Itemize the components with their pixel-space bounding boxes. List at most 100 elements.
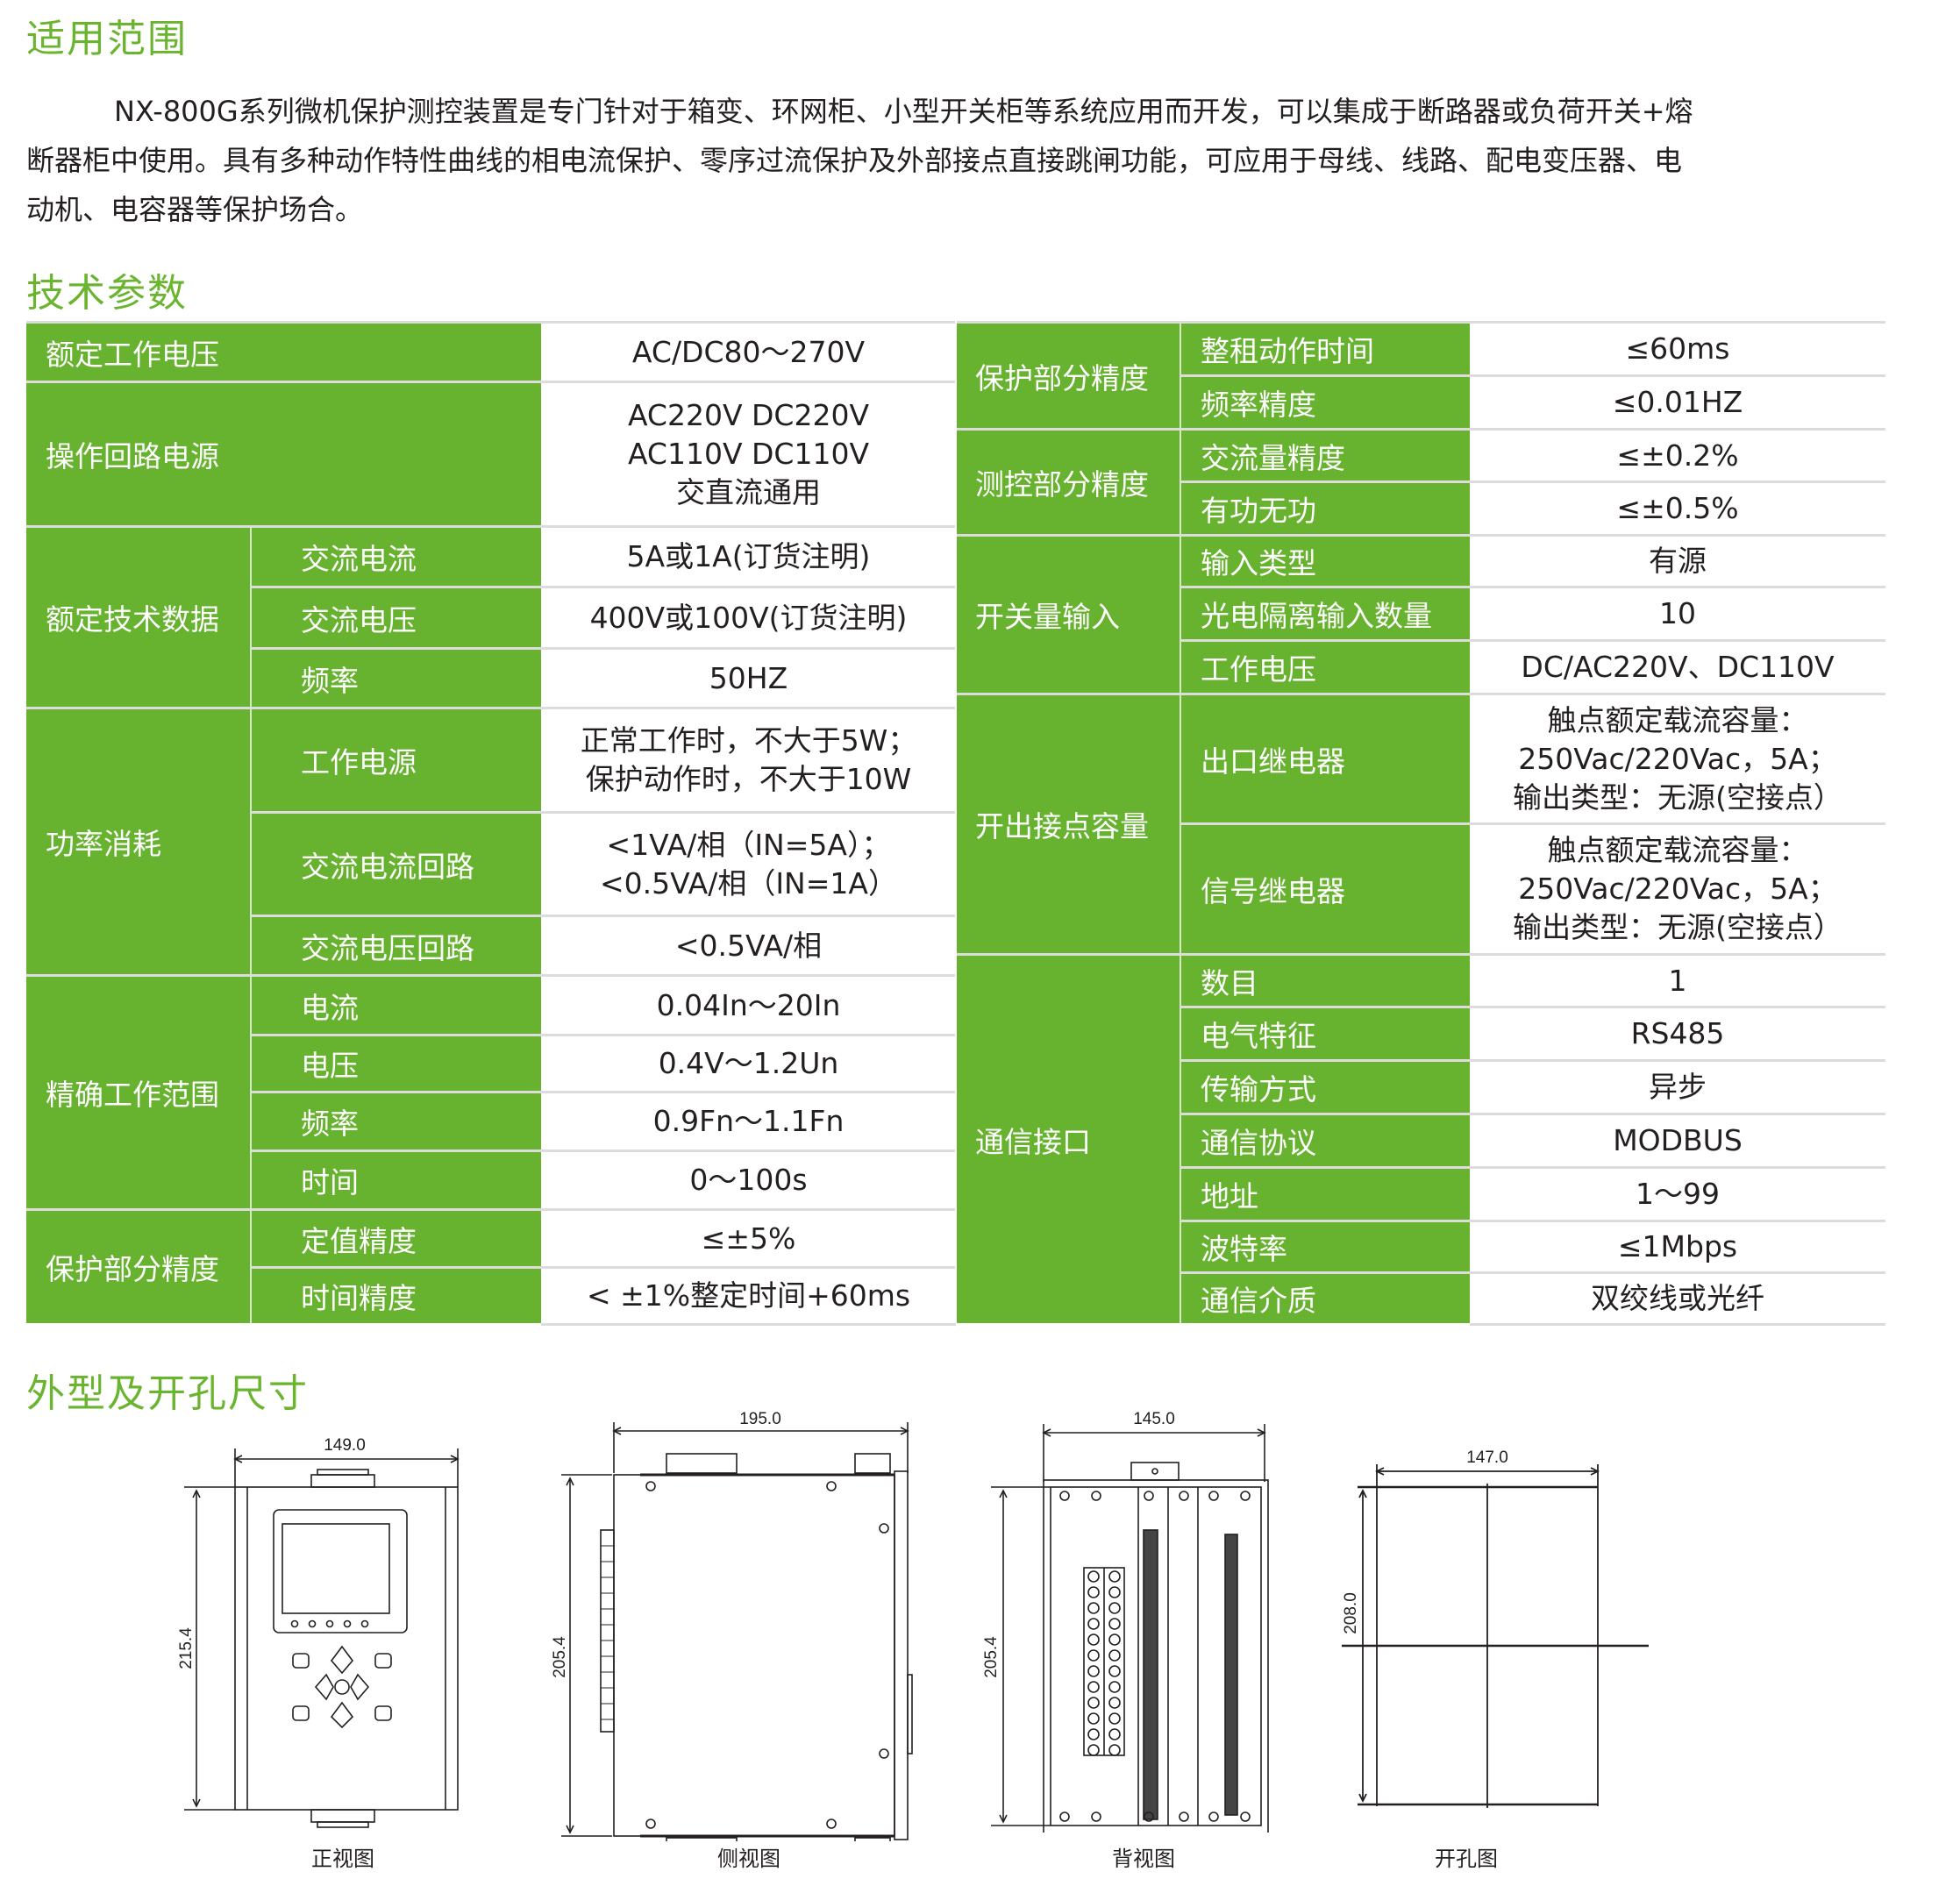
row-label-op-power: 操作回路电源 <box>26 381 541 525</box>
row-label: 数目 <box>1180 953 1470 1006</box>
row-label: 通信协议 <box>1180 1113 1470 1166</box>
row-label: 信号继电器 <box>1180 822 1470 953</box>
value-line: AC220V DC220V <box>627 398 870 432</box>
row-label: 电压 <box>250 1034 541 1091</box>
row-label: 交流电流回路 <box>250 811 541 915</box>
row-value: 双绞线或光纤 <box>1470 1271 1885 1323</box>
row-label: 光电隔离输入数量 <box>1180 586 1470 639</box>
row-value: 50HZ <box>541 647 956 707</box>
value-line: 触点额定载流容量： <box>1547 833 1808 867</box>
row-value: <1VA/相（IN=5A）； <0.5VA/相（IN=1A） <box>541 811 956 915</box>
table-bottom-rule <box>541 1323 956 1326</box>
table-split <box>955 321 957 1323</box>
row-value: MODBUS <box>1470 1113 1885 1166</box>
row-label: 交流量精度 <box>1180 428 1470 480</box>
row-label: 频率 <box>250 647 541 707</box>
cutout-height-label: 208.0 <box>1342 1592 1360 1634</box>
group-label-prot-right: 保护部分精度 <box>956 321 1180 428</box>
group-label-di: 开关量输入 <box>956 534 1180 693</box>
scope-paragraph: NX-800G系列微机保护测控装置是专门针对于箱变、环网柜、小型开关柜等系统应用… <box>26 87 1894 234</box>
row-value-op-power: AC220V DC220V AC110V DC110V 交直流通用 <box>541 381 956 525</box>
value-line: 保护动作时，不大于10W <box>585 762 912 796</box>
row-label: 时间 <box>250 1149 541 1208</box>
row-value: 1～99 <box>1470 1166 1885 1220</box>
row-value: ≤±0.2% <box>1470 428 1885 480</box>
value-line: 输出类型：无源(空接点） <box>1513 779 1842 815</box>
row-label: 定值精度 <box>250 1208 541 1266</box>
scope-line-3: 动机、电容器等保护场合。 <box>26 193 364 226</box>
scope-line-2: 断器柜中使用。具有多种动作特性曲线的相电流保护、零序过流保护及外部接点直接跳闸功… <box>26 144 1683 177</box>
group-label-do: 开出接点容量 <box>956 693 1180 953</box>
row-value: 1 <box>1470 953 1885 1006</box>
cutout-drawing: 147.0 208.0 <box>1342 1448 1649 1808</box>
row-label-rated-voltage: 额定工作电压 <box>26 321 541 381</box>
row-label: 电流 <box>250 974 541 1034</box>
caption-front: 正视图 <box>311 1847 374 1871</box>
row-value: 5A或1A(订货注明) <box>541 525 956 586</box>
caption-cutout: 开孔图 <box>1435 1847 1498 1871</box>
group-label-rated-data: 额定技术数据 <box>26 525 250 707</box>
front-view-panel: 149.0 215.4 <box>177 1436 460 1828</box>
row-value: ≤±0.5% <box>1470 480 1885 534</box>
side-width-label: 195.0 <box>739 1410 781 1428</box>
value-line: 输出类型：无源(空接点） <box>1513 910 1842 944</box>
row-value-rated-voltage: AC/DC80～270V <box>541 321 956 381</box>
section-title-specs: 技术参数 <box>26 271 188 316</box>
row-label: 交流电压回路 <box>250 915 541 974</box>
value-line: AC110V DC110V <box>627 437 870 471</box>
value-line: 正常工作时，不大于5W； <box>580 723 917 758</box>
row-label: 频率 <box>250 1091 541 1149</box>
value-line: 交直流通用 <box>676 475 821 509</box>
front-height-label: 215.4 <box>177 1627 196 1669</box>
row-label: 波特率 <box>1180 1220 1470 1271</box>
row-value: 10 <box>1470 586 1885 639</box>
row-label: 工作电压 <box>1180 639 1470 693</box>
group-label-power: 功率消耗 <box>26 707 250 974</box>
row-label: 地址 <box>1180 1166 1470 1220</box>
row-value: ≤0.01HZ <box>1470 374 1885 428</box>
table-bottom-rule <box>1470 1323 1885 1326</box>
value-line: 250Vac/220Vac，5A； <box>1518 872 1837 906</box>
row-value: ≤±5% <box>541 1208 956 1266</box>
row-value: <0.5VA/相 <box>541 915 956 974</box>
value-line: <1VA/相（IN=5A）； <box>606 827 891 862</box>
row-value: RS485 <box>1470 1006 1885 1059</box>
row-label: 时间精度 <box>250 1266 541 1323</box>
group-label-meas: 测控部分精度 <box>956 428 1180 534</box>
row-value: 有源 <box>1470 534 1885 586</box>
row-value: ≤1Mbps <box>1470 1220 1885 1271</box>
group-label-range: 精确工作范围 <box>26 974 250 1208</box>
row-value: 0.9Fn～1.1Fn <box>541 1091 956 1149</box>
value-line: 触点额定载流容量： <box>1547 702 1808 737</box>
row-label: 电气特征 <box>1180 1006 1470 1059</box>
front-width-label: 149.0 <box>324 1436 366 1455</box>
scope-line-1: NX-800G系列微机保护测控装置是专门针对于箱变、环网柜、小型开关柜等系统应用… <box>114 95 1693 128</box>
row-value: 触点额定载流容量： 250Vac/220Vac，5A； 输出类型：无源(空接点） <box>1470 693 1885 822</box>
row-value: 0.04In～20In <box>541 974 956 1034</box>
row-value: ≤60ms <box>1470 321 1885 374</box>
row-label: 有功无功 <box>1180 480 1470 534</box>
row-value: 异步 <box>1470 1059 1885 1113</box>
row-label: 传输方式 <box>1180 1059 1470 1113</box>
group-label-prot-left: 保护部分精度 <box>26 1208 250 1323</box>
row-label: 工作电源 <box>250 707 541 811</box>
row-value: DC/AC220V、DC110V <box>1470 639 1885 693</box>
side-view-drawing: 195.0 205.4 <box>552 1410 913 1841</box>
side-height-label: 205.4 <box>552 1636 569 1678</box>
group-label-comm: 通信接口 <box>956 953 1180 1323</box>
cutout-width-label: 147.0 <box>1466 1448 1508 1467</box>
row-value: 400V或100V(订货注明) <box>541 586 956 647</box>
row-label: 通信介质 <box>1180 1271 1470 1323</box>
row-label: 输入类型 <box>1180 534 1470 586</box>
section-title-dimensions: 外型及开孔尺寸 <box>26 1371 309 1416</box>
row-label: 整租动作时间 <box>1180 321 1470 374</box>
row-value: < ±1%整定时间+60ms <box>541 1266 956 1323</box>
row-label: 交流电流 <box>250 525 541 586</box>
row-value: 0～100s <box>541 1149 956 1208</box>
row-label: 频率精度 <box>1180 374 1470 428</box>
row-value: 正常工作时，不大于5W； 保护动作时，不大于10W <box>541 707 956 811</box>
back-height-label: 205.4 <box>982 1636 1001 1678</box>
value-line: <0.5VA/相（IN=1A） <box>600 865 897 900</box>
caption-back: 背视图 <box>1112 1847 1175 1871</box>
back-view-drawing: 145.0 205.4 <box>982 1412 1269 1833</box>
